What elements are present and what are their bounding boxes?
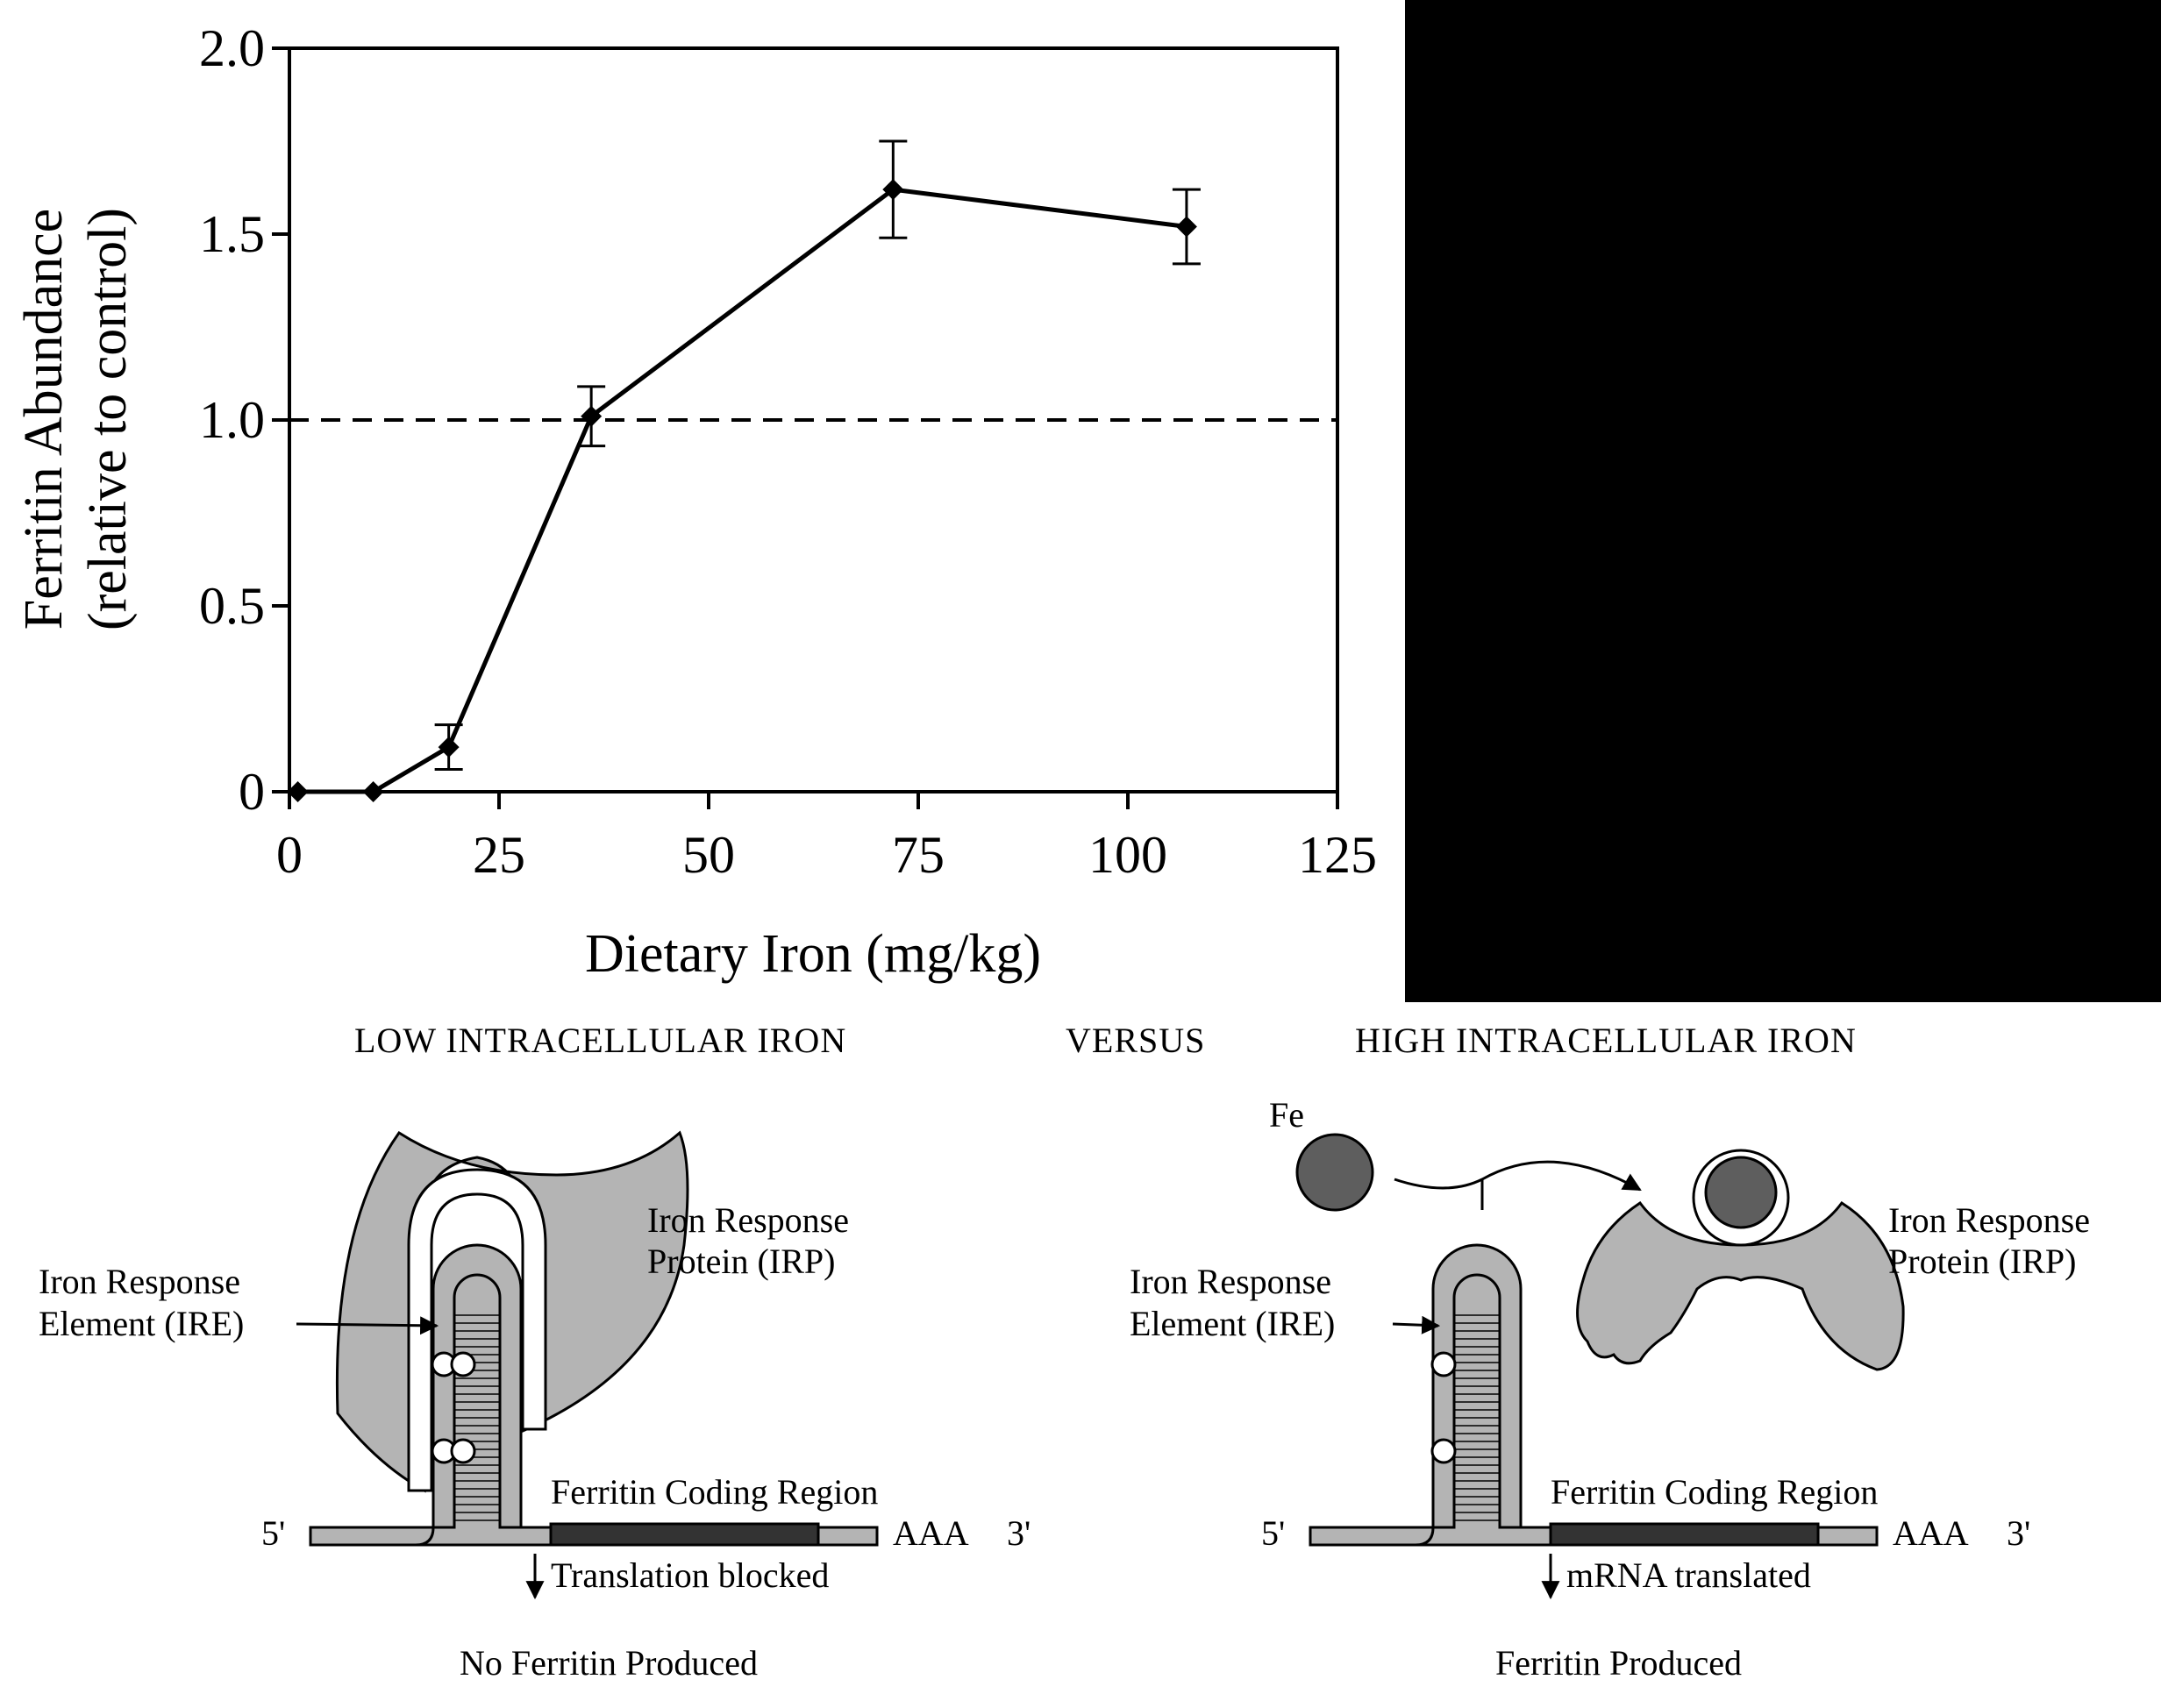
irp-label-line2-high: Protein (IRP) <box>1888 1242 2076 1281</box>
coding-region-high <box>1549 1522 1820 1547</box>
y-axis-ticks: 0 0.5 1.0 1.5 2.0 <box>199 19 289 821</box>
data-point <box>882 179 904 201</box>
y-tick-label: 2.0 <box>199 19 265 77</box>
data-point <box>438 737 460 758</box>
low-iron-panel: Iron Response Protein (IRP) Iron Respons… <box>39 1130 1031 1683</box>
x-axis-label: Dietary Iron (mg/kg) <box>585 924 1041 984</box>
data-point <box>1175 216 1197 238</box>
y-tick-label: 1.0 <box>199 391 265 449</box>
y-tick-label: 0 <box>239 763 265 821</box>
x-tick-label: 0 <box>276 826 303 884</box>
x-tick-label: 100 <box>1088 826 1167 884</box>
poly-a-low: AAA <box>893 1513 969 1553</box>
stem-base-pairs-free <box>1454 1314 1500 1521</box>
y-axis-label-line1: Ferritin Abundance <box>14 209 74 630</box>
mrna-translated-label: mRNA translated <box>1566 1555 1811 1595</box>
y-axis-label-line2: (relative to control) <box>78 208 138 630</box>
data-point <box>581 405 603 427</box>
iron-atom <box>1295 1133 1374 1212</box>
irp-label-line1-high: Iron Response <box>1888 1200 2090 1240</box>
ire-arrow-low <box>296 1316 439 1335</box>
versus-label: VERSUS <box>1066 1021 1205 1060</box>
ire-arrow-high <box>1392 1315 1441 1334</box>
ire-label-line2-high: Element (IRE) <box>1130 1304 1335 1343</box>
x-tick-label: 125 <box>1298 826 1377 884</box>
coding-region-label-high: Ferritin Coding Region <box>1551 1472 1878 1512</box>
coding-region-low <box>549 1522 820 1547</box>
ire-label-line1-low: Iron Response <box>39 1262 240 1301</box>
poly-a-high: AAA <box>1893 1513 1969 1553</box>
ire-label-line1-high: Iron Response <box>1130 1262 1331 1301</box>
high-iron-heading: HIGH INTRACELLULAR IRON <box>1355 1021 1857 1060</box>
data-point <box>287 781 309 802</box>
irp-protein-bound <box>335 1130 689 1493</box>
x-tick-label: 25 <box>473 826 525 884</box>
data-point <box>362 781 384 802</box>
coding-region-label-low: Ferritin Coding Region <box>551 1472 878 1512</box>
fe-label: Fe <box>1269 1095 1304 1135</box>
five-prime-low: 5' <box>261 1513 285 1553</box>
irp-label-line2-low: Protein (IRP) <box>647 1242 835 1281</box>
irp-protein-free <box>1576 1200 1905 1371</box>
x-tick-label: 75 <box>892 826 945 884</box>
series-line <box>297 187 1187 794</box>
data-series <box>287 139 1201 802</box>
x-tick-label: 50 <box>682 826 735 884</box>
no-ferritin-label: No Ferritin Produced <box>460 1643 758 1683</box>
translation-blocked-label: Translation blocked <box>551 1555 829 1595</box>
ire-stem-loop-free <box>1309 1243 1879 1547</box>
ferritin-produced-label: Ferritin Produced <box>1495 1643 1742 1683</box>
black-block <box>1405 0 2161 1002</box>
iron-binding-arrow <box>1394 1160 1642 1192</box>
three-prime-high: 3' <box>2007 1513 2030 1553</box>
x-axis-ticks: 0 25 50 75 100 125 <box>276 792 1377 884</box>
high-iron-panel: Fe Iron Response Protein (IRP) Iron Resp… <box>1130 1095 2090 1683</box>
chart: 0 0.5 1.0 1.5 2.0 0 25 50 75 100 125 Ferritin Abu… <box>14 19 1377 984</box>
iron-atom-bound <box>1704 1156 1778 1229</box>
y-tick-label: 1.5 <box>199 205 265 263</box>
ire-stem-loop <box>309 1243 879 1547</box>
irp-label-line1-low: Iron Response <box>647 1200 849 1240</box>
low-iron-heading: LOW INTRACELLULAR IRON <box>354 1021 846 1060</box>
five-prime-high: 5' <box>1261 1513 1285 1553</box>
ire-label-line2-low: Element (IRE) <box>39 1304 244 1343</box>
y-tick-label: 0.5 <box>199 577 265 635</box>
stem-base-pairs <box>454 1314 500 1521</box>
three-prime-low: 3' <box>1007 1513 1031 1553</box>
